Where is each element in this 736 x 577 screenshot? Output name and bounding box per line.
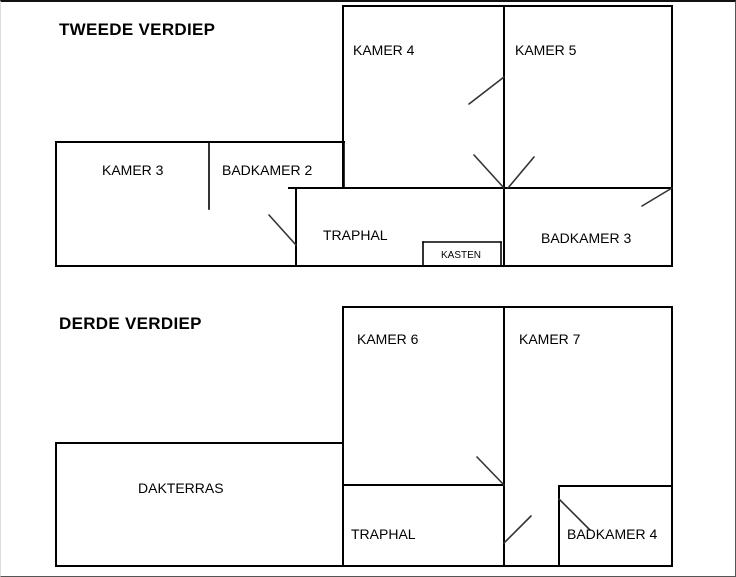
room-label-dakterras: DAKTERRAS xyxy=(138,480,224,496)
room-label-badkamer-4: BADKAMER 4 xyxy=(567,526,658,542)
room-label-kasten: KASTEN xyxy=(441,250,482,261)
door-swing-traphal-west-icon xyxy=(268,214,297,246)
room-label-kamer-7: KAMER 7 xyxy=(519,331,581,347)
room-label-kamer-4: KAMER 4 xyxy=(353,42,415,58)
door-swing-kamer5-upper-icon xyxy=(468,76,505,105)
floor-title-derde-verdiep: DERDE VERDIEP xyxy=(59,314,202,333)
room-label-badkamer-3: BADKAMER 3 xyxy=(541,230,632,246)
room-label-kamer-5: KAMER 5 xyxy=(515,42,577,58)
door-swing-traphal-north-icon xyxy=(473,154,505,189)
room-label-kamer-3: KAMER 3 xyxy=(102,162,164,178)
room-label-kamer-6: KAMER 6 xyxy=(357,331,419,347)
floor-2-walls xyxy=(55,5,673,267)
room-label-traphal-floor2: TRAPHAL xyxy=(323,227,388,243)
door-swing-badkamer3-corner-icon xyxy=(641,187,673,207)
floor-title-tweede-verdiep: TWEEDE VERDIEP xyxy=(59,20,216,39)
kasten-box xyxy=(422,241,502,267)
room-label-badkamer-2: BADKAMER 2 xyxy=(222,162,313,178)
room-label-traphal-floor3: TRAPHAL xyxy=(351,526,416,542)
door-swing-kamer6-south-icon xyxy=(476,456,505,486)
floor-2-doors xyxy=(268,76,673,246)
door-swing-badkamer4-icon xyxy=(558,498,591,531)
door-swing-traphal3-east-icon xyxy=(503,515,532,544)
door-swing-badkamer3-north-icon xyxy=(507,156,535,189)
floor-3-doors xyxy=(476,456,591,544)
floor-3-walls xyxy=(55,306,673,567)
